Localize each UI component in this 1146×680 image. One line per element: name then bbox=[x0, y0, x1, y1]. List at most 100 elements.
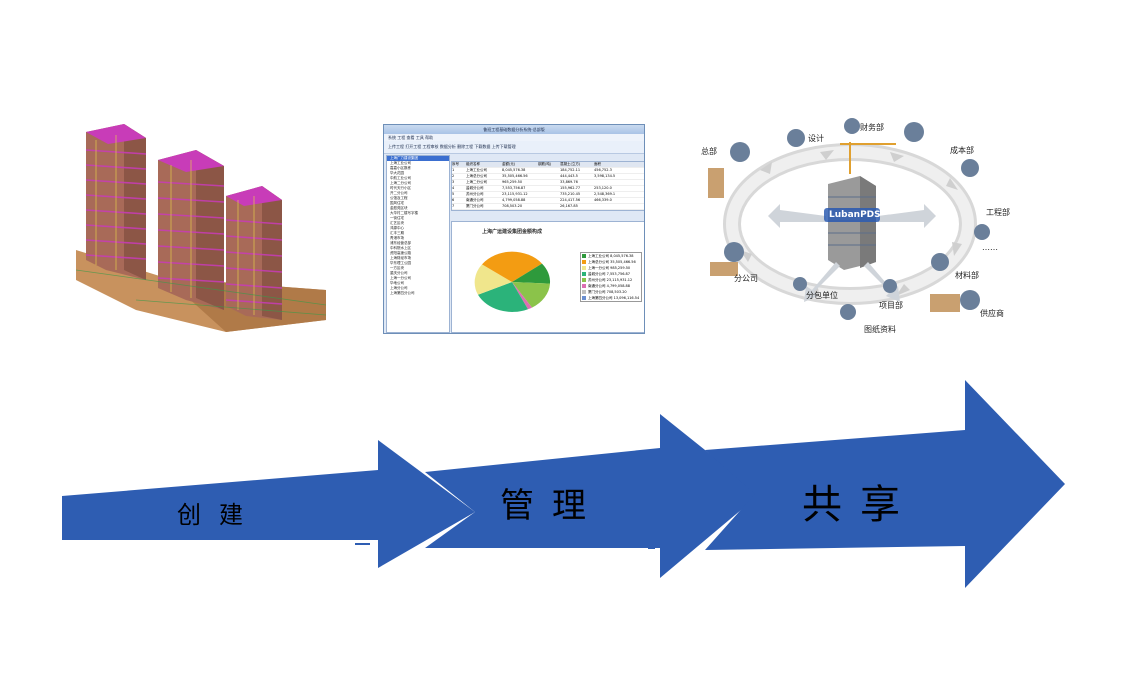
tree-item[interactable]: 上海工业公司 bbox=[390, 161, 411, 165]
legend-item: 上海第四分公司 13,096,116.54 bbox=[581, 295, 641, 301]
pds-node-branch: 分公司 bbox=[734, 274, 758, 283]
grid-cell: 厦门分公司 bbox=[466, 204, 484, 208]
pds-node-ellipsis: …… bbox=[982, 243, 998, 252]
pie-chart-title: 上海广运建设集团金额构成 bbox=[481, 229, 542, 235]
step-label-create: 创建 bbox=[177, 501, 261, 529]
grid-cell: 4 bbox=[452, 186, 455, 190]
tree-item[interactable]: 浦东经营总部 bbox=[390, 241, 411, 245]
grid-header[interactable]: 混凝土(立方) bbox=[560, 162, 581, 166]
tree-item[interactable]: 上海一分公司 bbox=[390, 276, 411, 280]
grid-cell: 35,505,466.56 bbox=[502, 174, 528, 178]
legend-item: 盐城分公司 7,553,756.87 bbox=[581, 271, 641, 277]
legend-item: 上海总分公司 35,505,466.56 bbox=[581, 259, 641, 265]
grid-header-row: 序号 组织名称 金额(元) 钢筋(吨) 混凝土(立方) 面积 bbox=[452, 162, 644, 168]
tree-item[interactable]: 中科院水上区 bbox=[390, 246, 411, 250]
building-model-illustration bbox=[76, 124, 326, 332]
tree-item[interactable]: 华大花园 bbox=[390, 171, 404, 175]
pie-slice bbox=[478, 282, 528, 312]
tree-item[interactable]: 上海分公司 bbox=[390, 286, 408, 290]
grid-cell: 466,339.0 bbox=[594, 198, 612, 202]
tree-item[interactable]: 上海第四分公司 bbox=[390, 291, 415, 295]
pie-slice bbox=[512, 251, 542, 282]
tree-item[interactable]: 汇丰三期 bbox=[390, 231, 404, 235]
org-tree[interactable]: 上海广力建设集团 上海工业公司 嘉嘉小区数栋 华大花园 中航工业公司 上海二分公… bbox=[386, 155, 450, 333]
tree-item[interactable]: 中航工业公司 bbox=[390, 176, 411, 180]
pie-slice bbox=[512, 263, 551, 284]
tree-item[interactable]: 上海财经市场 bbox=[390, 256, 411, 260]
manage-arrow bbox=[425, 414, 760, 578]
pie-slice bbox=[474, 264, 512, 295]
tree-item[interactable]: 时代天行小区 bbox=[390, 186, 411, 190]
legend-item: 上海工业公司 8,045,576.38 bbox=[581, 253, 641, 259]
grid-cell: 3,598,134.5 bbox=[594, 174, 616, 178]
grid-cell: 2 bbox=[452, 174, 455, 178]
grid-cell: 155,962.77 bbox=[560, 186, 581, 190]
grid-cell: 23,115,931.12 bbox=[502, 192, 528, 196]
window-menubar[interactable]: 系统 工程 查看 工具 帮助 bbox=[384, 134, 644, 141]
pds-node-materials: 材料部 bbox=[955, 271, 979, 280]
tree-item[interactable]: 汇艺区块 bbox=[390, 221, 404, 225]
tree-item[interactable]: 华地公司 bbox=[390, 281, 404, 285]
share-arrow bbox=[705, 380, 1065, 588]
grid-cell: 2,548,369.1 bbox=[594, 192, 616, 196]
tree-item[interactable]: 华东理工公园 bbox=[390, 261, 411, 265]
tree-item[interactable]: 国风住宅 bbox=[390, 201, 404, 205]
table-row[interactable]: 4 盐城分公司 7,553,756.87 155,962.77 253,120.0 bbox=[452, 186, 644, 192]
grid-cell: 26,167.85 bbox=[560, 204, 578, 208]
window-toolbar[interactable]: 上传工程 打开工程 工程审核 数据分析 删除工程 下载数据 上传下载管理 bbox=[384, 141, 644, 154]
grid-cell: 上海工业公司 bbox=[466, 168, 487, 172]
tree-item[interactable]: 嘉嘉小区数栋 bbox=[390, 166, 411, 170]
step-label-manage: 管理 bbox=[500, 486, 604, 526]
grid-cell: 盐城分公司 bbox=[466, 186, 484, 190]
legend-item: 苏州分公司 23,115,931.12 bbox=[581, 277, 641, 283]
tree-item[interactable]: 青港市场 bbox=[390, 236, 404, 240]
tree-item[interactable]: 一街住宅 bbox=[390, 216, 404, 220]
pie-legend: 上海工业公司 8,045,576.38 上海总分公司 35,505,466.56… bbox=[580, 252, 642, 302]
tree-item[interactable]: 上海广力建设集团 bbox=[387, 156, 449, 161]
tree-item[interactable]: 大华村二楼写字楼 bbox=[390, 211, 418, 215]
grid-cell: 上海总分公司 bbox=[466, 174, 487, 178]
pie-chart bbox=[474, 251, 551, 312]
pds-node-supplier: 供应商 bbox=[980, 309, 1004, 318]
grid-cell: 3 bbox=[452, 180, 455, 184]
grid-cell: 6 bbox=[452, 198, 455, 202]
tree-item[interactable]: 上海二分公司 bbox=[390, 181, 411, 185]
legend-item: 上海一分公司 985,259.50 bbox=[581, 265, 641, 271]
tree-item[interactable]: 鸿源中心 bbox=[390, 226, 404, 230]
table-row[interactable]: 2 上海总分公司 35,505,466.56 444,443.5 3,598,134.5 bbox=[452, 174, 644, 180]
grid-header[interactable]: 钢筋(吨) bbox=[538, 162, 552, 166]
pds-node-project: 项目部 bbox=[879, 301, 903, 310]
software-window: 鲁班工程基础数据分析系统-总部版 系统 工程 查看 工具 帮助 上传工程 打开工… bbox=[383, 124, 645, 334]
tree-item[interactable]: 资阳高速公路 bbox=[390, 251, 411, 255]
grid-cell: 苏州分公司 bbox=[466, 192, 484, 196]
grid-cell: 444,443.5 bbox=[560, 174, 578, 178]
grid-header[interactable]: 金额(元) bbox=[502, 162, 516, 166]
grid-cell: 上海二分公司 bbox=[466, 180, 487, 184]
tree-item[interactable]: 开二分公司 bbox=[390, 191, 408, 195]
grid-cell: 7,553,756.87 bbox=[502, 186, 526, 190]
grid-cell: 4,799,058.88 bbox=[502, 198, 526, 202]
grid-header[interactable]: 面积 bbox=[594, 162, 601, 166]
grid-header[interactable]: 序号 bbox=[452, 162, 459, 166]
grid-cell: 253,120.0 bbox=[594, 186, 612, 190]
tree-item[interactable]: 重庆分公司 bbox=[390, 271, 408, 275]
grid-cell: 965,259.50 bbox=[502, 180, 523, 184]
pds-node-engineering: 工程部 bbox=[986, 208, 1010, 217]
legend-item: 南通分公司 4,799,058.88 bbox=[581, 283, 641, 289]
grid-cell: 735,210.45 bbox=[560, 192, 581, 196]
tree-item[interactable]: 金庭苑区块 bbox=[390, 206, 408, 210]
tree-item[interactable]: 一方区块 bbox=[390, 266, 404, 270]
pds-node-cost: 成本部 bbox=[950, 146, 974, 155]
pds-center-label: LubanPDS bbox=[829, 210, 881, 220]
grid-header[interactable]: 组织名称 bbox=[466, 162, 480, 166]
tree-item[interactable]: 公馆及工程 bbox=[390, 196, 408, 200]
grid-cell: 456,752.3 bbox=[594, 168, 612, 172]
